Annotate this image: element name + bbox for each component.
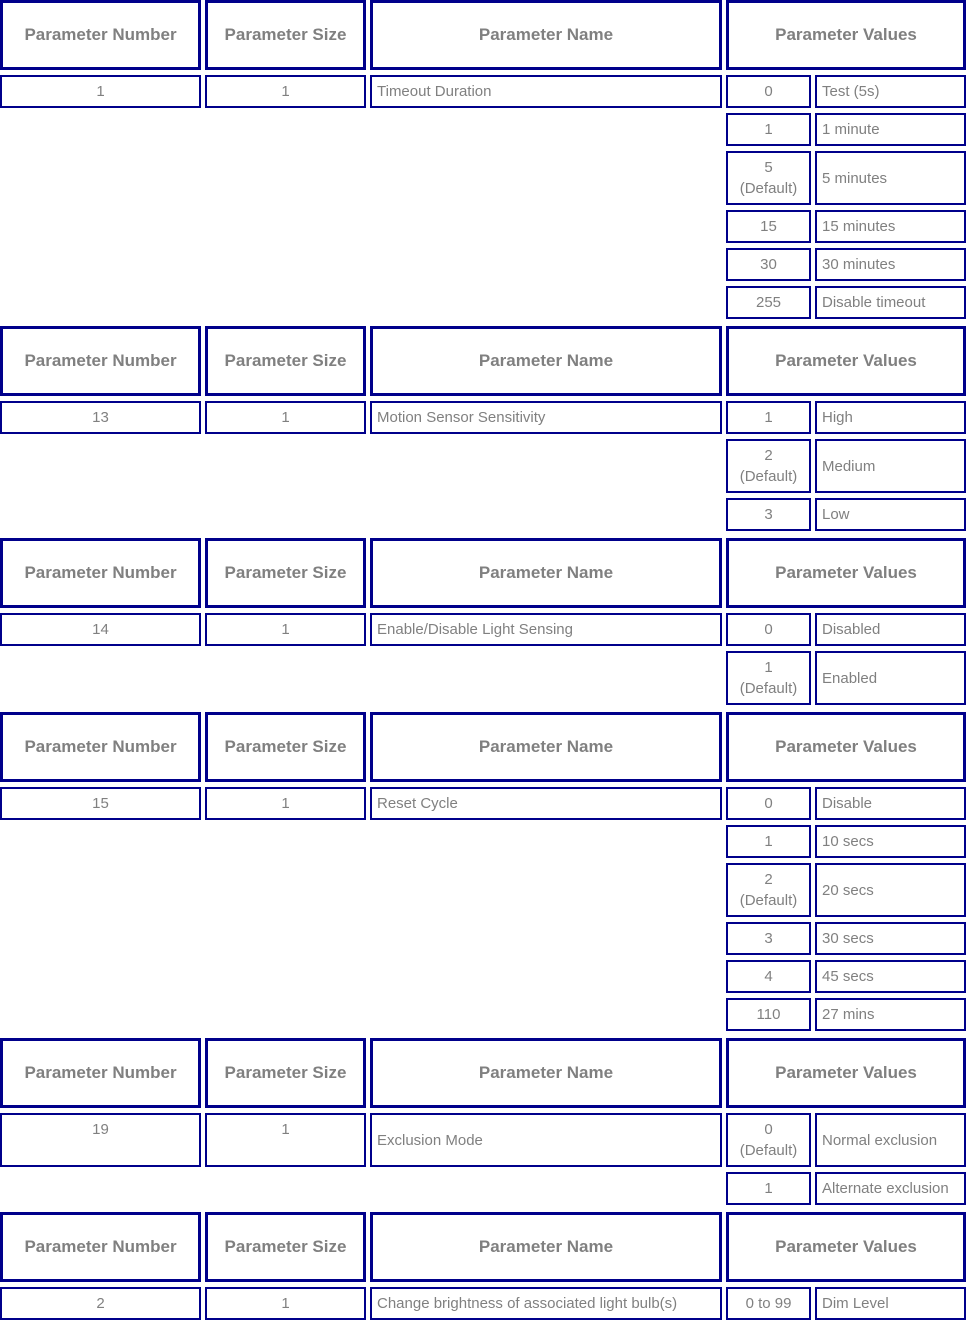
parameter-number-cell: 14 [0, 613, 201, 646]
column-header-parameter-name: Parameter Name [370, 0, 722, 70]
parameter-size-cell: 1 [205, 75, 366, 108]
parameter-table-light-sensing: Parameter Number Parameter Size Paramete… [0, 538, 966, 705]
parameter-table-timeout-duration: Parameter Number Parameter Size Paramete… [0, 0, 966, 319]
parameter-value-cell: 0 [726, 613, 811, 646]
parameter-size-cell: 1 [205, 1287, 366, 1320]
parameter-size-cell: 1 [205, 401, 366, 434]
parameter-value-description-cell: High [815, 401, 966, 434]
parameter-value-cell: 0 (Default) [726, 1113, 811, 1167]
column-header-parameter-size: Parameter Size [205, 1212, 366, 1282]
column-header-parameter-size: Parameter Size [205, 326, 366, 396]
parameter-value-cell: 1 [726, 113, 811, 146]
column-header-parameter-number: Parameter Number [0, 1212, 201, 1282]
parameter-value-cell: 1 [726, 825, 811, 858]
parameter-number-cell: 1 [0, 75, 201, 108]
column-header-parameter-name: Parameter Name [370, 538, 722, 608]
parameter-value-cell: 1 [726, 1172, 811, 1205]
parameter-value-description-cell: 15 minutes [815, 210, 966, 243]
parameter-value-description-cell: Alternate exclusion [815, 1172, 966, 1205]
column-header-parameter-number: Parameter Number [0, 538, 201, 608]
column-header-parameter-number: Parameter Number [0, 712, 201, 782]
parameter-table-reset-cycle: Parameter Number Parameter Size Paramete… [0, 712, 966, 1031]
column-header-parameter-values: Parameter Values [726, 538, 966, 608]
column-header-parameter-values: Parameter Values [726, 1212, 966, 1282]
parameter-value-cell: 4 [726, 960, 811, 993]
parameter-size-cell: 1 [205, 613, 366, 646]
column-header-parameter-values: Parameter Values [726, 712, 966, 782]
column-header-parameter-values: Parameter Values [726, 326, 966, 396]
parameter-value-description-cell: Normal exclusion [815, 1113, 966, 1167]
column-header-parameter-number: Parameter Number [0, 326, 201, 396]
parameter-value-description-cell: 10 secs [815, 825, 966, 858]
parameter-number-cell: 2 [0, 1287, 201, 1320]
parameter-value-description-cell: Dim Level [815, 1287, 966, 1320]
column-header-parameter-number: Parameter Number [0, 1038, 201, 1108]
parameter-size-cell: 1 [205, 1113, 366, 1167]
parameter-value-description-cell: 45 secs [815, 960, 966, 993]
parameter-value-cell: 3 [726, 498, 811, 531]
column-header-parameter-size: Parameter Size [205, 0, 366, 70]
parameter-table-exclusion-mode: Parameter Number Parameter Size Paramete… [0, 1038, 966, 1205]
parameter-value-description-cell: Test (5s) [815, 75, 966, 108]
parameter-value-description-cell: 30 minutes [815, 248, 966, 281]
parameter-name-cell: Change brightness of associated light bu… [370, 1287, 722, 1320]
parameter-value-cell: 110 [726, 998, 811, 1031]
column-header-parameter-name: Parameter Name [370, 326, 722, 396]
parameter-name-cell: Motion Sensor Sensitivity [370, 401, 722, 434]
parameter-value-description-cell: Low [815, 498, 966, 531]
parameter-value-cell: 3 [726, 922, 811, 955]
parameter-value-description-cell: Disable timeout [815, 286, 966, 319]
parameter-value-cell: 15 [726, 210, 811, 243]
parameter-table-motion-sensor-sensitivity: Parameter Number Parameter Size Paramete… [0, 326, 966, 531]
parameter-value-cell: 30 [726, 248, 811, 281]
parameter-value-description-cell: Medium [815, 439, 966, 493]
parameter-value-description-cell: 20 secs [815, 863, 966, 917]
parameter-value-cell: 0 [726, 787, 811, 820]
column-header-parameter-number: Parameter Number [0, 0, 201, 70]
parameter-value-cell: 2 (Default) [726, 439, 811, 493]
parameter-value-cell: 5 (Default) [726, 151, 811, 205]
column-header-parameter-values: Parameter Values [726, 0, 966, 70]
parameter-value-description-cell: 5 minutes [815, 151, 966, 205]
column-header-parameter-size: Parameter Size [205, 538, 366, 608]
parameter-value-cell: 1 (Default) [726, 651, 811, 705]
parameter-name-cell: Enable/Disable Light Sensing [370, 613, 722, 646]
column-header-parameter-name: Parameter Name [370, 712, 722, 782]
parameter-number-cell: 15 [0, 787, 201, 820]
column-header-parameter-size: Parameter Size [205, 712, 366, 782]
parameter-value-cell: 2 (Default) [726, 863, 811, 917]
column-header-parameter-size: Parameter Size [205, 1038, 366, 1108]
parameter-value-description-cell: 1 minute [815, 113, 966, 146]
column-header-parameter-name: Parameter Name [370, 1038, 722, 1108]
parameter-value-cell: 0 to 99 [726, 1287, 811, 1320]
column-header-parameter-values: Parameter Values [726, 1038, 966, 1108]
parameter-value-description-cell: Disable [815, 787, 966, 820]
parameter-value-description-cell: 27 mins [815, 998, 966, 1031]
parameter-name-cell: Reset Cycle [370, 787, 722, 820]
parameter-value-cell: 0 [726, 75, 811, 108]
parameter-table-change-brightness: Parameter Number Parameter Size Paramete… [0, 1212, 966, 1320]
parameter-value-cell: 1 [726, 401, 811, 434]
parameter-value-cell: 255 [726, 286, 811, 319]
parameter-name-cell: Timeout Duration [370, 75, 722, 108]
parameter-number-cell: 19 [0, 1113, 201, 1167]
parameter-value-description-cell: Enabled [815, 651, 966, 705]
parameter-value-description-cell: Disabled [815, 613, 966, 646]
parameter-number-cell: 13 [0, 401, 201, 434]
column-header-parameter-name: Parameter Name [370, 1212, 722, 1282]
parameter-value-description-cell: 30 secs [815, 922, 966, 955]
parameter-size-cell: 1 [205, 787, 366, 820]
parameter-name-cell: Exclusion Mode [370, 1113, 722, 1167]
